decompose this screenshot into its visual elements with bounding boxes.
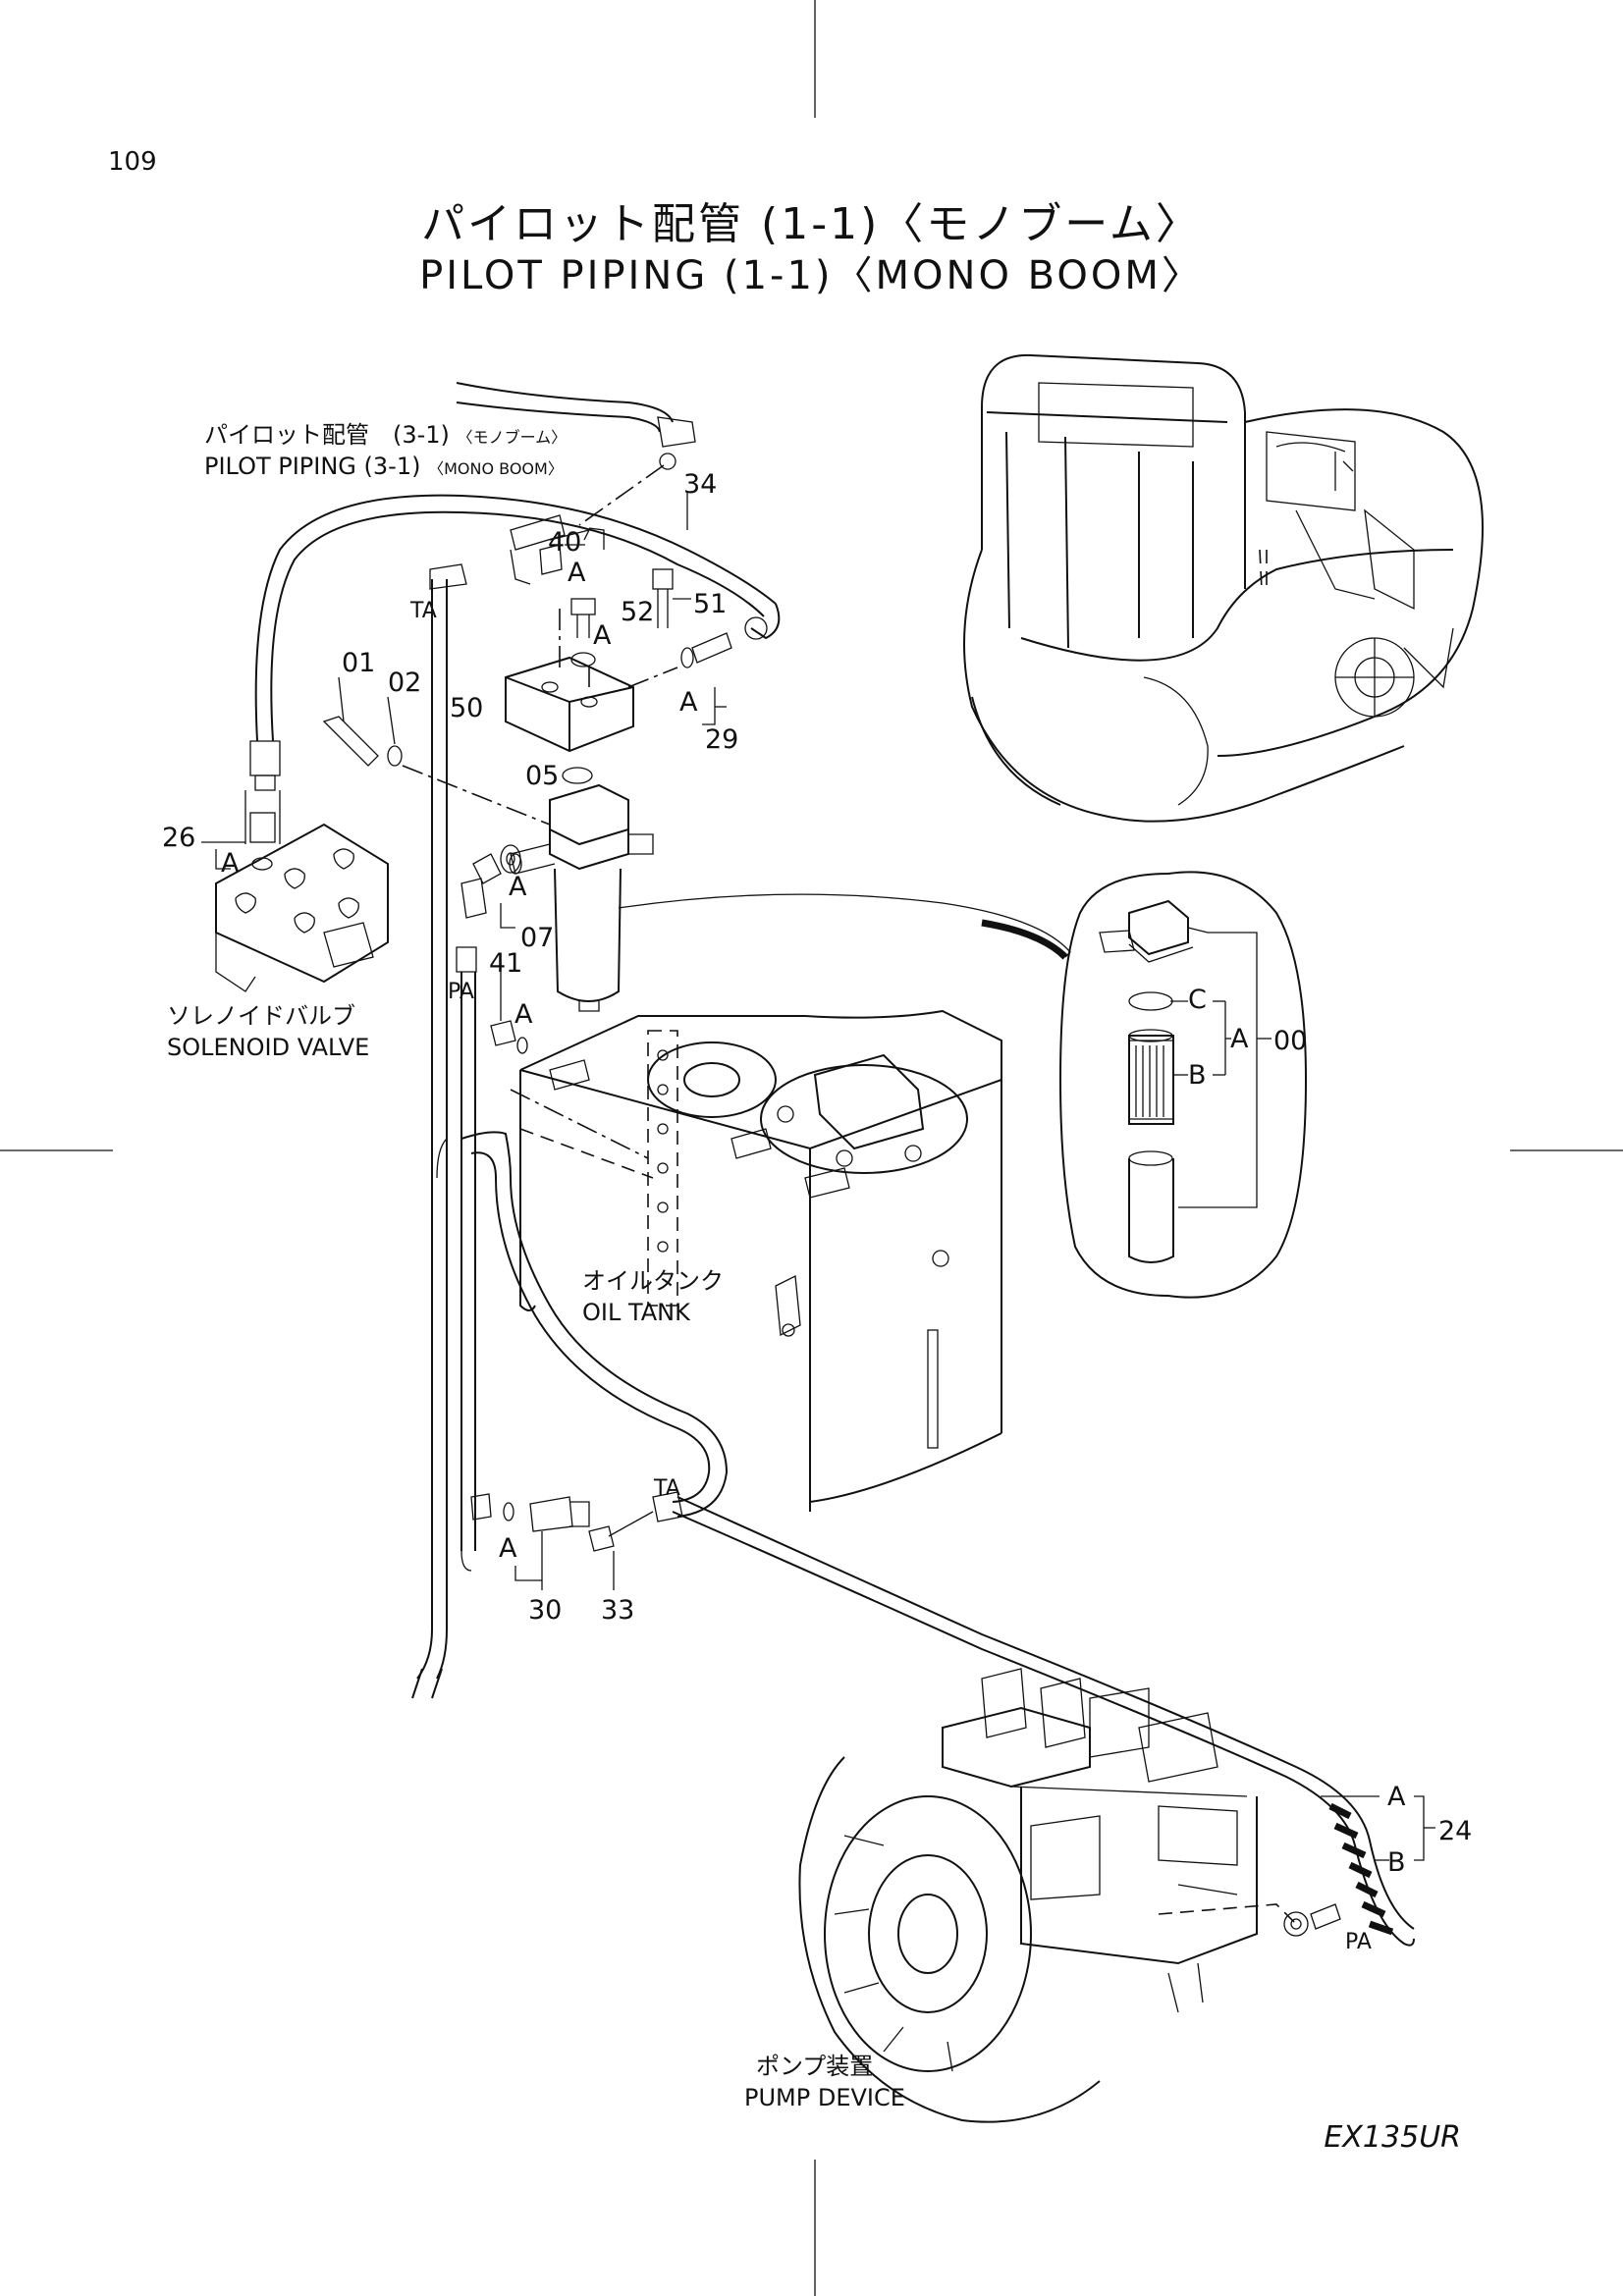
letter-a-00: A — [1230, 1024, 1249, 1054]
letter-a-52: A — [593, 620, 612, 651]
oil-tank-label-en: OIL TANK — [582, 1299, 690, 1326]
page-title-en: PILOT PIPING (1-1)〈MONO BOOM〉 — [419, 253, 1204, 298]
hose-loop-left — [249, 494, 781, 791]
callout-40: 40 — [548, 527, 582, 558]
solenoid-valve-label-en: SOLENOID VALVE — [167, 1034, 370, 1061]
letter-a-30: A — [499, 1533, 517, 1564]
page-number: 109 — [108, 147, 157, 177]
vertical-hose-bottom — [411, 1138, 448, 1699]
port-block-50 — [505, 609, 678, 753]
tee-fitting-40 — [510, 491, 688, 585]
callout-01: 01 — [342, 648, 376, 678]
callout-30: 30 — [528, 1595, 563, 1626]
bolt-52 — [570, 598, 596, 667]
filter-detail-bubble — [618, 871, 1308, 1299]
pump-device-label-ja: ポンプ装置 — [756, 2053, 874, 2080]
model-number: EX135UR — [1324, 2120, 1461, 2155]
letter-a-40: A — [568, 558, 586, 588]
callout-07: 07 — [520, 923, 555, 953]
solenoid-valve-label-ja: ソレノイドバルブ — [167, 1002, 355, 1030]
letter-b-24: B — [1387, 1847, 1406, 1878]
fittings-30-33 — [470, 1493, 615, 1590]
callout-41: 41 — [489, 948, 523, 979]
washer-02 — [387, 696, 551, 826]
reference-label-ja: パイロット配管 (3-1) 〈モノブーム〉 — [204, 421, 568, 449]
letter-b-00: B — [1188, 1060, 1207, 1091]
port-label-ta-bottom: TA — [654, 1476, 680, 1501]
callout-02: 02 — [388, 667, 422, 698]
callout-24: 24 — [1438, 1816, 1473, 1846]
filter-assembly — [500, 767, 654, 1012]
callout-26: 26 — [162, 823, 196, 853]
oil-tank-label-ja: オイルタンク — [582, 1267, 724, 1295]
reference-label-en: PILOT PIPING (3-1) 〈MONO BOOM〉 — [204, 453, 564, 480]
page-title-ja: パイロット配管 (1-1)〈モノブーム〉 — [421, 199, 1202, 249]
hose-from-pilot-piping-3-1 — [456, 382, 696, 526]
callout-00: 00 — [1273, 1026, 1308, 1056]
fitting-41 — [490, 972, 528, 1054]
callout-33: 33 — [601, 1595, 635, 1626]
letter-a-26: A — [221, 848, 240, 879]
solenoid-valve-illustration — [201, 790, 389, 992]
letter-c-00: C — [1188, 985, 1207, 1015]
pump-device-illustration — [798, 1668, 1341, 2123]
letter-a-41: A — [514, 999, 533, 1030]
excavator-illustration — [963, 353, 1484, 823]
callout-34: 34 — [683, 469, 718, 500]
callout-50: 50 — [450, 693, 484, 723]
fitting-29 — [680, 632, 732, 725]
bolt-01 — [322, 676, 379, 767]
letter-a-24: A — [1387, 1782, 1406, 1812]
callout-52: 52 — [621, 597, 655, 627]
spiral-guard-24 — [1321, 1795, 1435, 1936]
hose-to-pump — [460, 1131, 1415, 1947]
callout-29: 29 — [705, 724, 739, 755]
callout-51: 51 — [693, 589, 728, 619]
elbow-07 — [460, 853, 522, 929]
letter-a-29: A — [679, 687, 698, 718]
port-label-pa-pump: PA — [1345, 1930, 1372, 1954]
callout-05: 05 — [525, 761, 560, 791]
pump-device-label-en: PUMP DEVICE — [744, 2084, 905, 2111]
bolt-51 — [652, 568, 691, 628]
oil-tank-illustration — [510, 1009, 1002, 1512]
vertical-hoses — [416, 563, 477, 1680]
letter-a-07: A — [509, 872, 527, 902]
